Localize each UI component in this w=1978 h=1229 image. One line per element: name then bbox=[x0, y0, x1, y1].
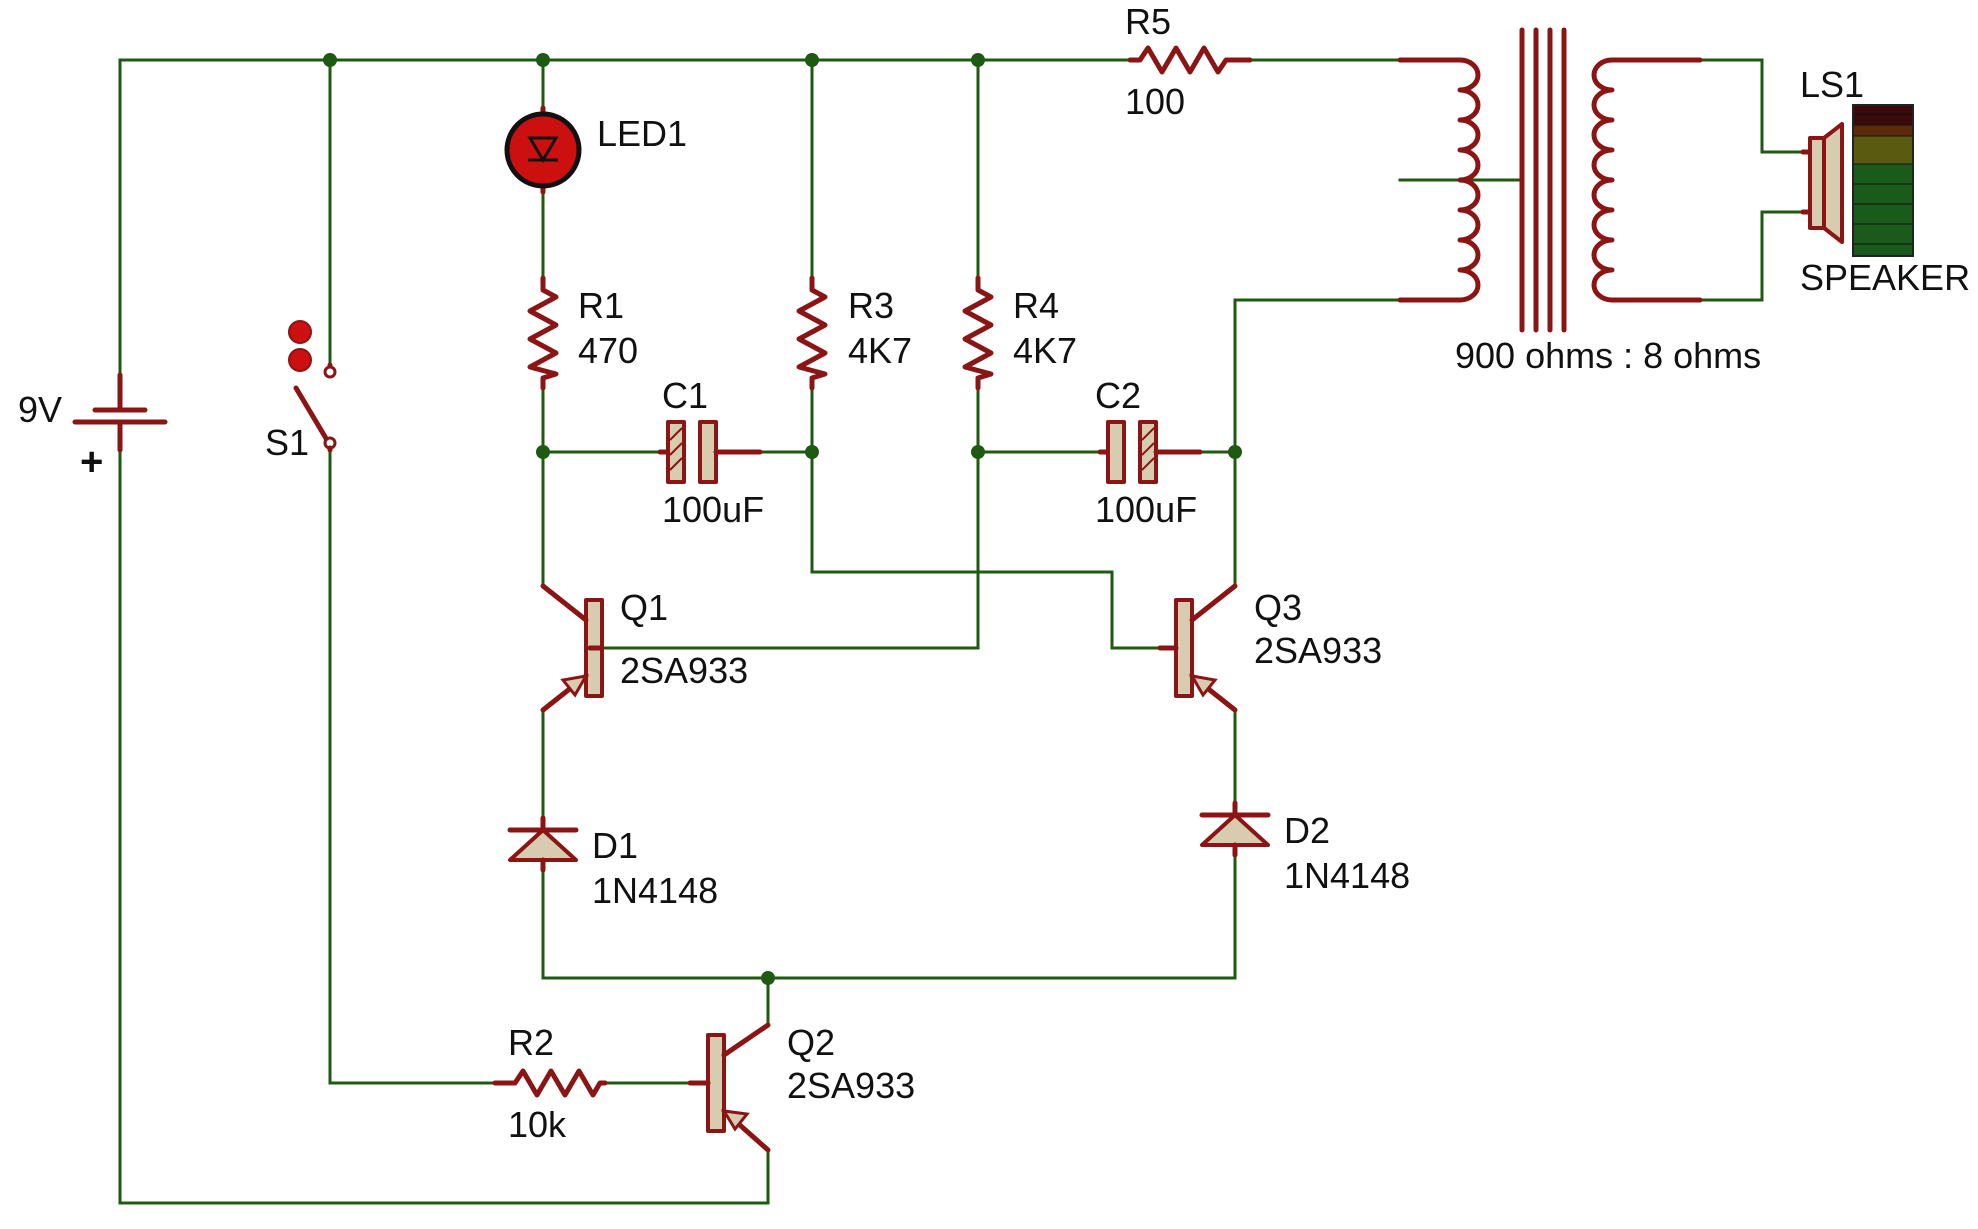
speaker-ls1: LS1 SPEAKER bbox=[1800, 64, 1970, 298]
resistor-ref: R2 bbox=[508, 1022, 554, 1063]
resistor-ref: R5 bbox=[1125, 1, 1171, 42]
transistor-q1: Q1 2SA933 bbox=[540, 583, 748, 713]
resistor-r1: R1 470 bbox=[527, 275, 638, 391]
resistor-ref: R1 bbox=[578, 285, 624, 326]
resistor-value: 4K7 bbox=[1013, 330, 1077, 371]
resistor-ref: R4 bbox=[1013, 285, 1059, 326]
switch-s1: S1 bbox=[265, 320, 337, 463]
transistor-ref: Q1 bbox=[620, 587, 668, 628]
capacitor-ref: C1 bbox=[662, 375, 708, 416]
switch-label: S1 bbox=[265, 422, 309, 463]
diode-value: 1N4148 bbox=[592, 870, 718, 911]
junction-dot bbox=[536, 445, 550, 459]
resistor-r3: R3 4K7 bbox=[796, 275, 912, 391]
led1: LED1 bbox=[504, 105, 687, 195]
transistor-ref: Q2 bbox=[787, 1022, 835, 1063]
switch-indicator-icon bbox=[288, 320, 312, 344]
wires bbox=[118, 58, 1805, 1205]
led-label: LED1 bbox=[597, 113, 687, 154]
capacitor-c1: C1 100uF bbox=[657, 375, 764, 530]
resistor-r5: R5 100 bbox=[1125, 1, 1253, 122]
led-body-icon bbox=[504, 111, 582, 189]
speaker-ref: LS1 bbox=[1800, 64, 1864, 105]
diode-d2: D2 1N4148 bbox=[1199, 800, 1410, 896]
capacitor-c2: C2 100uF bbox=[1095, 375, 1203, 530]
capacitor-value: 100uF bbox=[662, 489, 764, 530]
transistor-value: 2SA933 bbox=[620, 650, 748, 691]
resistor-r2: R2 10k bbox=[492, 1022, 608, 1145]
junction-dot bbox=[971, 53, 985, 67]
junction-dot bbox=[805, 445, 819, 459]
junction-dot bbox=[323, 53, 337, 67]
junction-dot bbox=[805, 53, 819, 67]
capacitor-value: 100uF bbox=[1095, 489, 1197, 530]
resistor-value: 100 bbox=[1125, 81, 1185, 122]
diode-ref: D2 bbox=[1284, 810, 1330, 851]
diode-value: 1N4148 bbox=[1284, 855, 1410, 896]
battery-9v: 9V + bbox=[18, 372, 168, 484]
transistor-ref: Q3 bbox=[1254, 587, 1302, 628]
diode-d1: D1 1N4148 bbox=[507, 815, 718, 911]
transistor-value: 2SA933 bbox=[787, 1065, 915, 1106]
battery-plus-sign: + bbox=[80, 440, 103, 484]
transistor-q3: Q3 2SA933 bbox=[1157, 583, 1382, 713]
speaker-level-meter bbox=[1852, 104, 1914, 257]
battery-label: 9V bbox=[18, 389, 62, 430]
diode-ref: D1 bbox=[592, 825, 638, 866]
resistor-r4: R4 4K7 bbox=[962, 275, 1077, 391]
resistor-ref: R3 bbox=[848, 285, 894, 326]
switch-indicator-icon bbox=[288, 348, 312, 372]
resistor-value: 10k bbox=[508, 1104, 567, 1145]
transistor-q2: Q2 2SA933 bbox=[687, 1022, 915, 1153]
junction-dot bbox=[761, 971, 775, 985]
junctions bbox=[323, 53, 1242, 985]
transformer: 900 ohms : 8 ohms bbox=[1397, 27, 1761, 376]
transformer-ratio: 900 ohms : 8 ohms bbox=[1455, 335, 1761, 376]
junction-dot bbox=[536, 53, 550, 67]
resistor-value: 4K7 bbox=[848, 330, 912, 371]
speaker-value: SPEAKER bbox=[1800, 257, 1970, 298]
transistor-value: 2SA933 bbox=[1254, 630, 1382, 671]
junction-dot bbox=[1228, 445, 1242, 459]
junction-dot bbox=[971, 445, 985, 459]
resistor-value: 470 bbox=[578, 330, 638, 371]
capacitor-ref: C2 bbox=[1095, 375, 1141, 416]
